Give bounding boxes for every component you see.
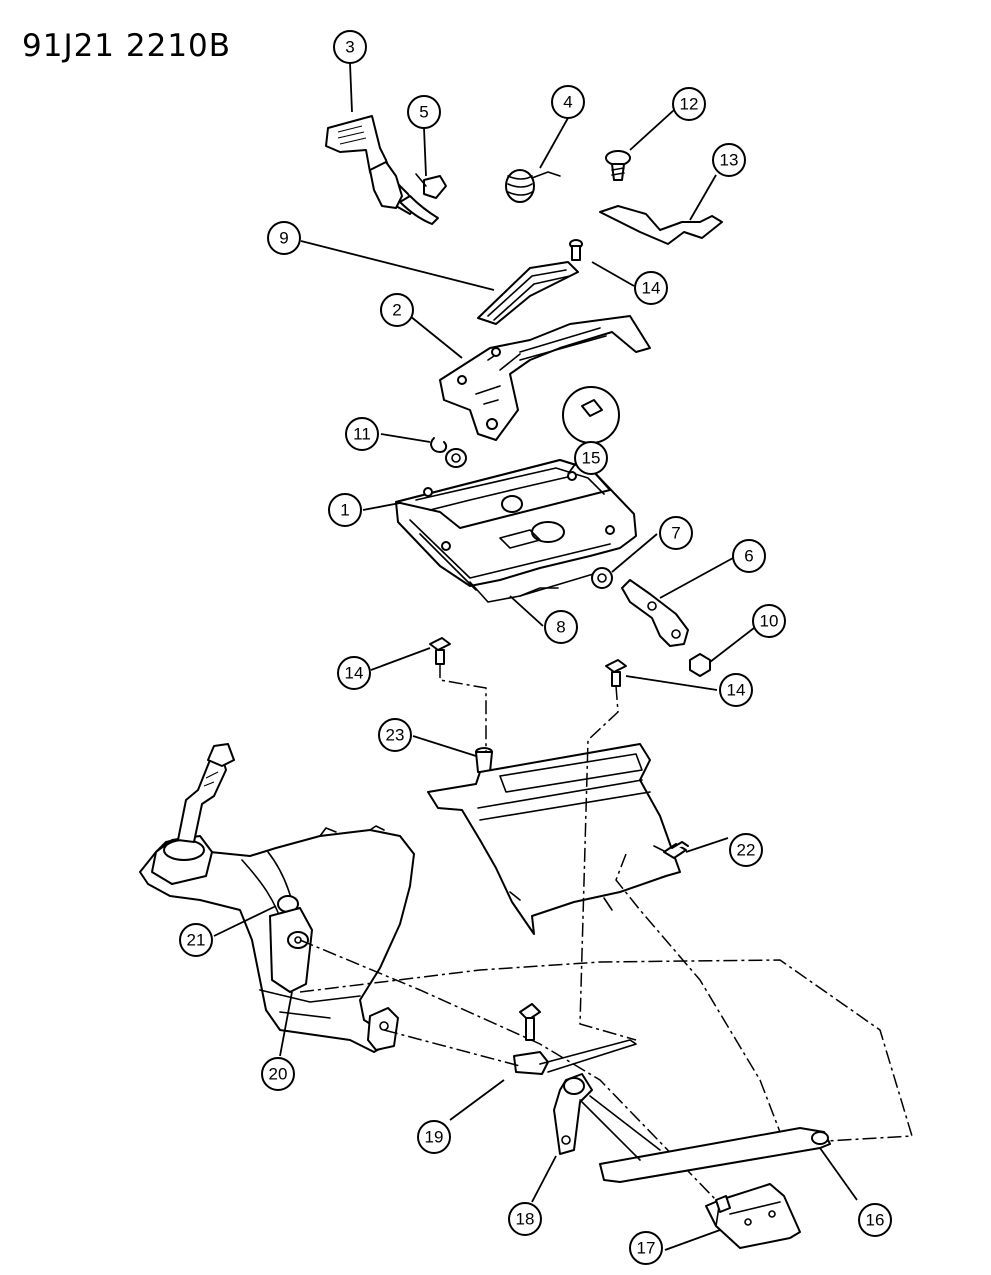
- svg-text:21: 21: [187, 931, 206, 950]
- callout-11: 11: [345, 417, 379, 451]
- svg-text:19: 19: [425, 1128, 444, 1147]
- callout-5: 5: [407, 95, 441, 129]
- torsion-spring: [505, 169, 561, 203]
- indicator-strip: [477, 261, 579, 325]
- callout-12: 12: [672, 87, 706, 121]
- retaining-clip: [430, 437, 448, 453]
- callout-13: 13: [712, 143, 746, 177]
- callout-18: 18: [508, 1202, 542, 1236]
- nut: [689, 653, 711, 677]
- callout-10: 10: [752, 604, 786, 638]
- transmission-outline: [299, 959, 913, 1143]
- shift-bracket: [269, 907, 313, 993]
- indicator-bracket: [439, 315, 651, 441]
- assembly-line-bracket: [615, 853, 781, 1133]
- svg-text:20: 20: [269, 1065, 288, 1084]
- left-bolt: [429, 637, 451, 665]
- push-pin: [605, 150, 631, 181]
- callout-14-upper: 14: [634, 271, 668, 305]
- svg-text:12: 12: [680, 95, 699, 114]
- svg-text:14: 14: [642, 279, 661, 298]
- svg-text:17: 17: [637, 1239, 656, 1258]
- shift-cable: [299, 939, 717, 1201]
- callout-8: 8: [544, 610, 578, 644]
- svg-text:13: 13: [720, 151, 739, 170]
- svg-text:23: 23: [386, 726, 405, 745]
- shift-lever-handle: [325, 115, 439, 225]
- svg-text:15: 15: [582, 449, 601, 468]
- svg-text:18: 18: [516, 1210, 535, 1229]
- svg-text:11: 11: [353, 425, 371, 444]
- lever-clip: [415, 173, 447, 199]
- page-title: 91J21 2210B: [22, 28, 232, 64]
- callout-15: 15: [574, 441, 608, 475]
- svg-text:1: 1: [340, 501, 349, 520]
- bell-crank: [553, 1073, 593, 1155]
- assembly-line-rod: [383, 1029, 521, 1067]
- linkage-pivot: [513, 1003, 637, 1075]
- console-bracket: [427, 743, 681, 935]
- callout-23: 23: [378, 718, 412, 752]
- svg-text:7: 7: [671, 524, 680, 543]
- svg-text:6: 6: [744, 547, 753, 566]
- svg-text:3: 3: [345, 38, 354, 57]
- stud: [475, 747, 493, 773]
- mount-plate: [705, 1183, 801, 1249]
- assembly-line-left: [439, 664, 487, 752]
- label-icon: [581, 399, 603, 417]
- svg-text:2: 2: [392, 301, 401, 320]
- svg-text:10: 10: [760, 612, 779, 631]
- callout-7: 7: [659, 516, 693, 550]
- svg-text:14: 14: [345, 664, 364, 683]
- svg-text:5: 5: [419, 103, 428, 122]
- callout-19: 19: [417, 1120, 451, 1154]
- retainer-bracket: [599, 205, 723, 245]
- bushing: [445, 448, 467, 468]
- housing-gasket: [469, 571, 601, 603]
- washer: [591, 567, 613, 589]
- callout-21: 21: [179, 923, 213, 957]
- callout-16: 16: [858, 1203, 892, 1237]
- leader-lines: [213, 62, 858, 1251]
- shift-rod: [621, 579, 689, 647]
- svg-text:8: 8: [556, 618, 565, 637]
- callout-22: 22: [729, 833, 763, 867]
- callout-1: 1: [328, 493, 362, 527]
- callout-20: 20: [261, 1057, 295, 1091]
- callout-6: 6: [732, 539, 766, 573]
- upper-screw: [569, 239, 583, 261]
- right-bolt: [605, 659, 627, 687]
- callout-14-right: 14: [719, 673, 753, 707]
- callout-17: 17: [629, 1231, 663, 1265]
- svg-text:9: 9: [279, 229, 288, 248]
- transfer-shifter: [151, 743, 235, 885]
- shift-rod-long: [579, 1095, 831, 1183]
- shifter-housing: [395, 459, 637, 591]
- svg-text:16: 16: [866, 1211, 885, 1230]
- callout-9: 9: [267, 221, 301, 255]
- callout-4: 4: [551, 85, 585, 119]
- lower-linkage-bracket: [367, 1007, 399, 1051]
- callout-14-left: 14: [337, 656, 371, 690]
- callout-2: 2: [380, 293, 414, 327]
- svg-text:4: 4: [563, 93, 572, 112]
- assembly-line-right: [579, 685, 637, 1041]
- svg-text:22: 22: [737, 841, 756, 860]
- bracket-bolt: [663, 841, 689, 859]
- svg-text:14: 14: [727, 681, 746, 700]
- callout-3: 3: [333, 30, 367, 64]
